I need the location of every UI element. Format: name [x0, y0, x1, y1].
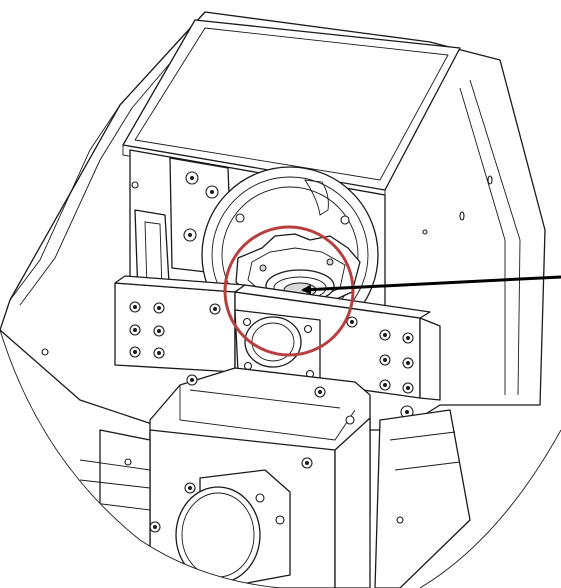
pointer-arrow [301, 275, 561, 295]
plate-screws-right [379, 329, 414, 419]
view-boundary [0, 329, 281, 588]
plate-screws-left [129, 301, 221, 359]
highlight-circle [223, 225, 355, 357]
assembly-view [0, 11, 546, 588]
